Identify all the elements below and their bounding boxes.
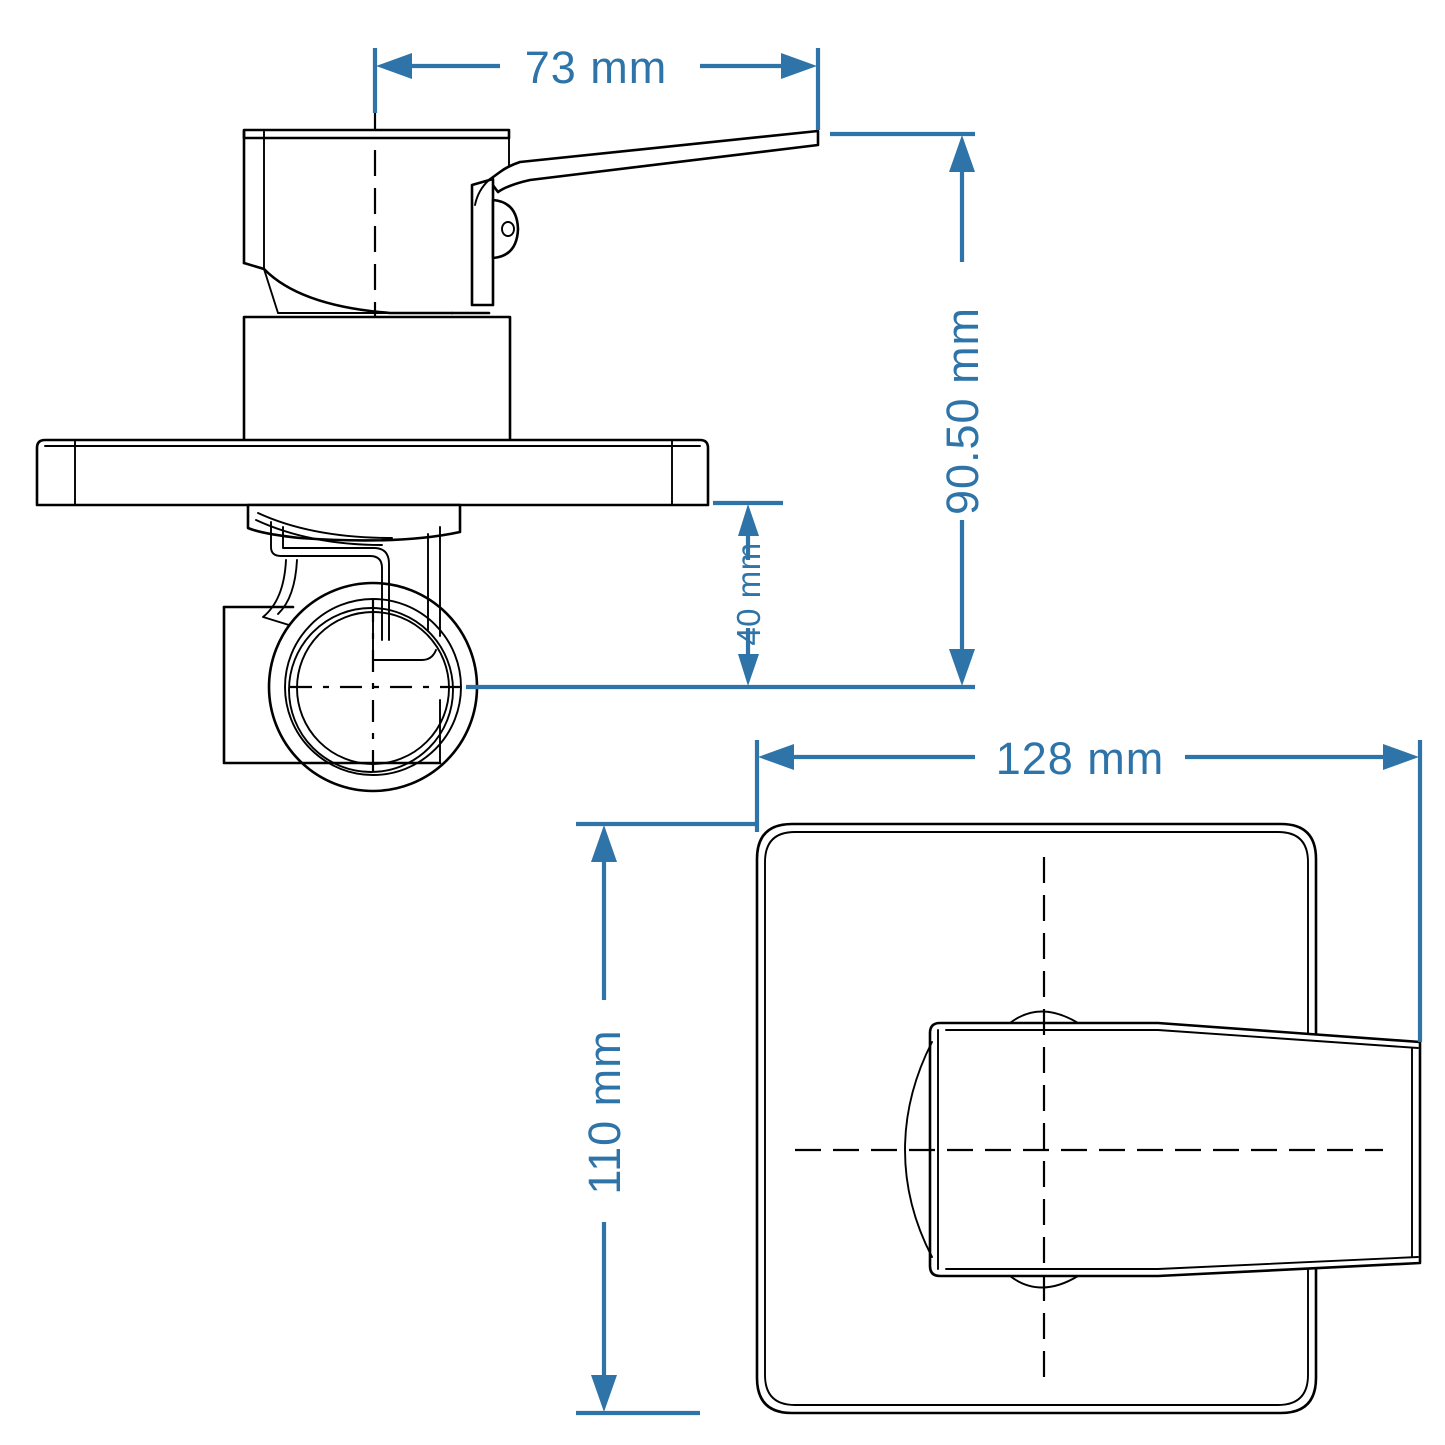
dim-9050-arrowhead-bottom (949, 649, 975, 686)
dimension-40mm: 40 mm (713, 500, 783, 686)
dim-110-arrowhead-bottom (591, 1375, 617, 1412)
set-screw-hole-icon (501, 221, 515, 237)
set-screw-boss (491, 198, 520, 260)
lever-pivot-housing (470, 177, 495, 307)
dim-110-label: 110 mm (579, 1029, 630, 1194)
dimension-110mm: 110 mm (576, 821, 757, 1416)
dim-73-arrowhead-left (376, 53, 412, 79)
dim-128-label: 128 mm (996, 733, 1165, 784)
outlet-strut-inner (277, 559, 298, 615)
cap-underside-left-fillet (263, 268, 279, 314)
dim-40-arrowhead-bottom (738, 654, 759, 686)
dim-40-arrowhead-top (738, 504, 759, 536)
aerator-ring-third (288, 607, 454, 773)
escutcheon-plate-front (755, 822, 1318, 1415)
escutcheon-outer-outline (755, 822, 1318, 1415)
mixer-stem-side (242, 315, 512, 443)
outlet-bracket-left-inner (282, 526, 301, 549)
stem-body (242, 315, 512, 443)
lever-handle-side (487, 129, 820, 194)
lever-hub-arc-top (1009, 1010, 1079, 1024)
lever-hub-arc-bottom (1009, 1275, 1079, 1289)
sleeve-body (246, 503, 462, 542)
dim-128-arrowhead-right (1383, 744, 1419, 770)
dim-110-arrowhead-top (591, 825, 617, 862)
dim-73-label: 73 mm (525, 42, 668, 93)
escutcheon-inner-outline (764, 831, 1309, 1406)
lever-handle-bottom-inner (945, 1256, 1419, 1270)
side-view (35, 112, 820, 793)
aerator-internal-step (372, 616, 437, 661)
dimension-90-50mm: 90.50 mm (466, 131, 988, 690)
cap-left-bottom-chamfer (242, 261, 266, 271)
lever-handle-top-inner (945, 1029, 1419, 1049)
dimension-128mm: 128 mm (754, 733, 1423, 1042)
dim-73-arrowhead-right (781, 53, 817, 79)
escutcheon-plate-side (35, 438, 710, 507)
escutcheon-outline (35, 438, 710, 507)
spout-outlet-side (222, 512, 479, 793)
mixer-cap-body-side (242, 128, 520, 315)
aerator-ring-second (284, 598, 462, 776)
outlet-top-sweep (255, 519, 383, 546)
dim-9050-arrowhead-top (949, 135, 975, 172)
sleeve-below-plate (246, 503, 462, 542)
lever-handle-left-cap (904, 1041, 933, 1258)
dim-40-label: 40 mm (730, 542, 767, 645)
outlet-top-sweep-inner (257, 512, 393, 539)
lever-root-fillet (474, 179, 490, 206)
front-view (755, 822, 1422, 1415)
dim-9050-label: 90.50 mm (937, 307, 988, 515)
dimension-73mm: 73 mm (372, 42, 821, 130)
cap-top-plate (242, 128, 511, 140)
dim-128-arrowhead-left (758, 744, 794, 770)
outlet-strut (262, 559, 290, 626)
outlet-neck-left-inner (299, 547, 390, 641)
outlet-neck-left (299, 555, 383, 641)
outlet-bracket-left (270, 521, 301, 557)
